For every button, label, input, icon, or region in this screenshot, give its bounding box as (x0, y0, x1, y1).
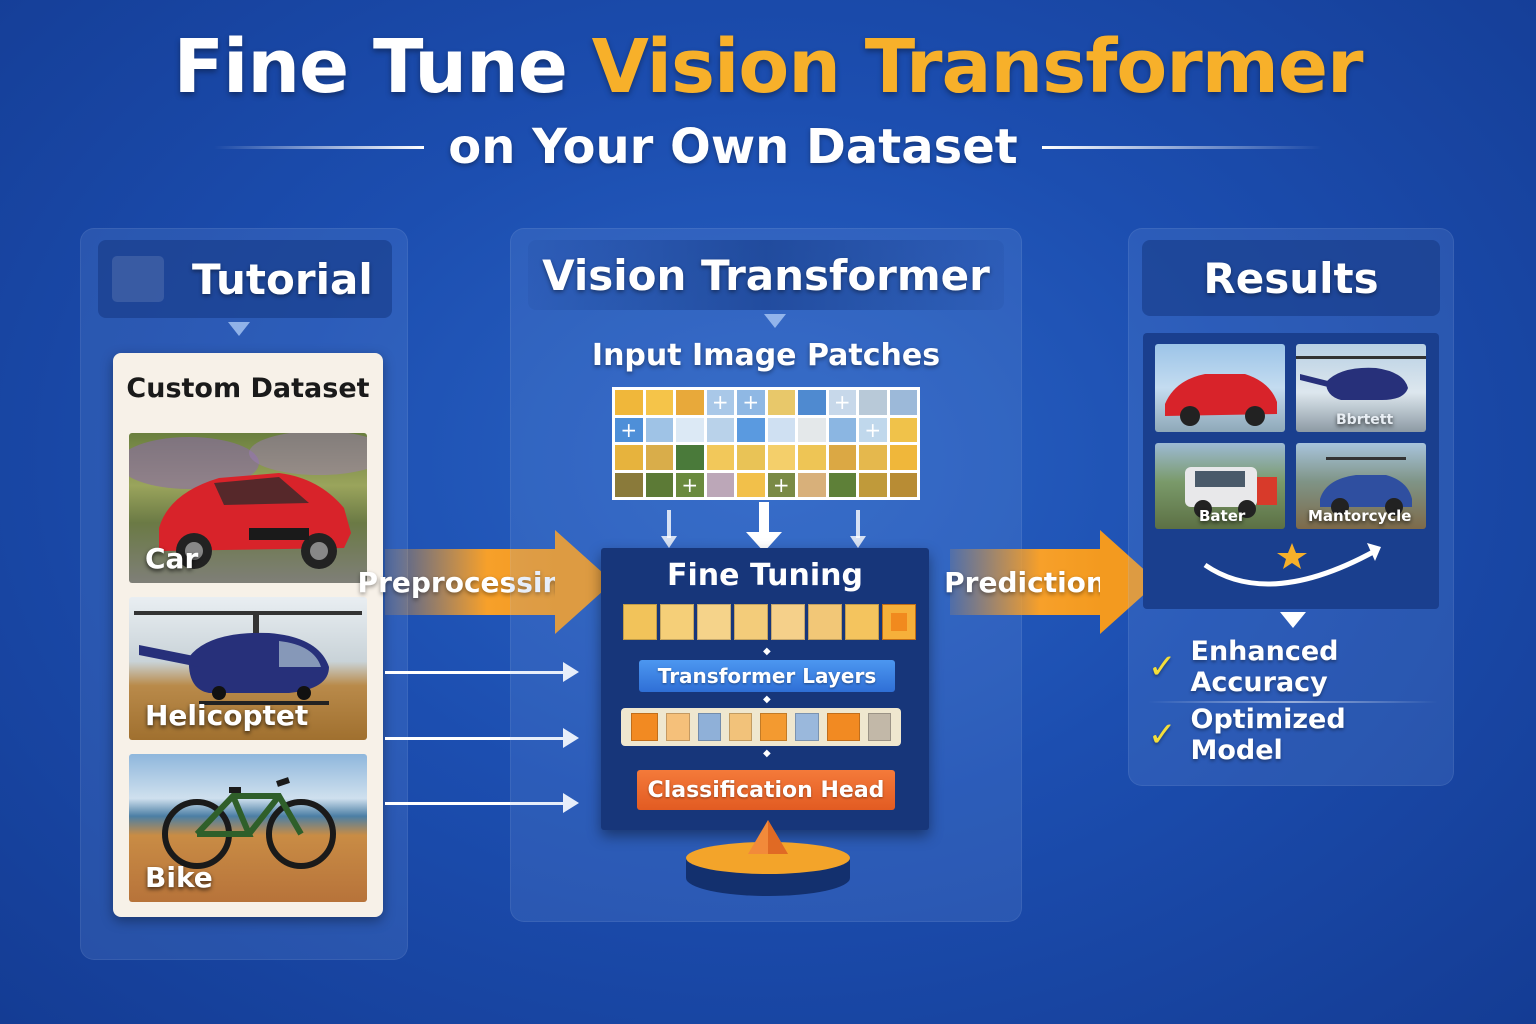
results-pointer (1280, 612, 1306, 628)
result-helicopter-illustration (1296, 356, 1426, 400)
tutorial-header: Tutorial (98, 240, 392, 318)
subtitle-rule-right (1041, 145, 1322, 149)
car-illustration (129, 433, 367, 569)
fine-tuning-label: Fine Tuning (667, 558, 863, 593)
subtitle-rule-left (214, 145, 425, 149)
benefit-label: Optimized Model (1190, 704, 1346, 766)
prediction-label: Prediction (944, 549, 1106, 615)
vit-heading: Vision Transformer (542, 250, 990, 300)
dataset-image-car: Car (129, 433, 367, 583)
prediction-arrow: Prediction (944, 530, 1158, 634)
vit-header: Vision Transformer (528, 240, 1004, 310)
check-icon: ✓ (1148, 715, 1177, 755)
classification-head-block: Classification Head (637, 770, 895, 810)
benefit-item-optimized: ✓ Optimized Model (1148, 704, 1438, 766)
result-thumb-label-2: Bbrtett (1336, 412, 1394, 428)
car-label: Car (145, 542, 199, 575)
preprocessing-label: Preprocessing (358, 549, 582, 615)
vit-pointer (764, 314, 786, 328)
attention-output-row (621, 708, 901, 746)
patch-to-finetune-arrows (661, 502, 866, 552)
results-heading: Results (1203, 253, 1379, 303)
dataset-title: Custom Dataset (126, 373, 370, 404)
subtitle-row: on Your Own Dataset (0, 112, 1536, 182)
input-image-patches-grid: +++ ++ ++ (612, 387, 920, 500)
results-header: Results (1142, 240, 1440, 316)
result-truck-illustration (1185, 467, 1277, 518)
star-icon (1277, 543, 1307, 569)
preprocessing-arrow: Preprocessing (358, 530, 613, 634)
result-thumb-helicopter: Bbrtett (1296, 344, 1426, 432)
tutorial-heading: Tutorial (192, 254, 373, 304)
fine-tuning-block: Fine Tuning ◆ Transformer Layers ◆ ◆ Cla… (601, 548, 929, 830)
benefit-label: Enhanced Accuracy (1190, 636, 1339, 698)
tutorial-pointer (228, 322, 250, 336)
data-flow-arrow-1 (385, 662, 579, 682)
data-flow-arrow-3 (385, 793, 579, 813)
patches-label: Input Image Patches (591, 338, 941, 373)
result-thumb-label-4: Mantorcycle (1308, 507, 1412, 525)
bike-label: Bike (145, 861, 213, 894)
result-car-illustration (1165, 374, 1277, 426)
bike-illustration (162, 777, 336, 869)
transformer-layers-block: Transformer Layers (639, 660, 895, 692)
result-thumb-vehicle: Mantorcycle (1296, 443, 1426, 529)
helicopter-illustration (134, 611, 362, 705)
tutorial-icon (112, 256, 164, 302)
classifier-pedestal (686, 820, 850, 896)
benefits-list: ✓ Enhanced Accuracy ✓ Optimized Model (1148, 636, 1438, 766)
data-flow-arrow-2 (385, 728, 579, 748)
result-thumb-truck: Bater (1155, 443, 1285, 529)
result-vehicle-illustration (1320, 457, 1412, 516)
flow-dot-1: ◆ (763, 646, 771, 657)
helicopter-label: Helicoptet (145, 699, 309, 732)
flow-dot-3: ◆ (763, 748, 771, 759)
benefit-item-accuracy: ✓ Enhanced Accuracy (1148, 636, 1438, 698)
check-icon: ✓ (1148, 647, 1177, 687)
title-part-orange: Vision Transformer (591, 24, 1364, 110)
dataset-image-bike: Bike (129, 754, 367, 902)
subtitle: on Your Own Dataset (448, 119, 1018, 175)
result-thumb-label-3: Bater (1199, 507, 1246, 525)
result-thumb-car (1155, 344, 1285, 432)
token-embeddings-row (623, 604, 916, 640)
results-gallery: Bbrtett Bater Mantorcycle (1143, 333, 1439, 609)
custom-dataset-card: Custom Dataset Car Helicoptet (113, 353, 383, 917)
curved-arrow-icon (1203, 543, 1381, 587)
flow-dot-2: ◆ (763, 694, 771, 705)
benefit-divider (1148, 701, 1438, 703)
page-title: Fine Tune Vision Transformer (0, 22, 1536, 112)
dataset-image-helicopter: Helicoptet (129, 597, 367, 740)
title-part-white: Fine Tune (173, 24, 567, 110)
